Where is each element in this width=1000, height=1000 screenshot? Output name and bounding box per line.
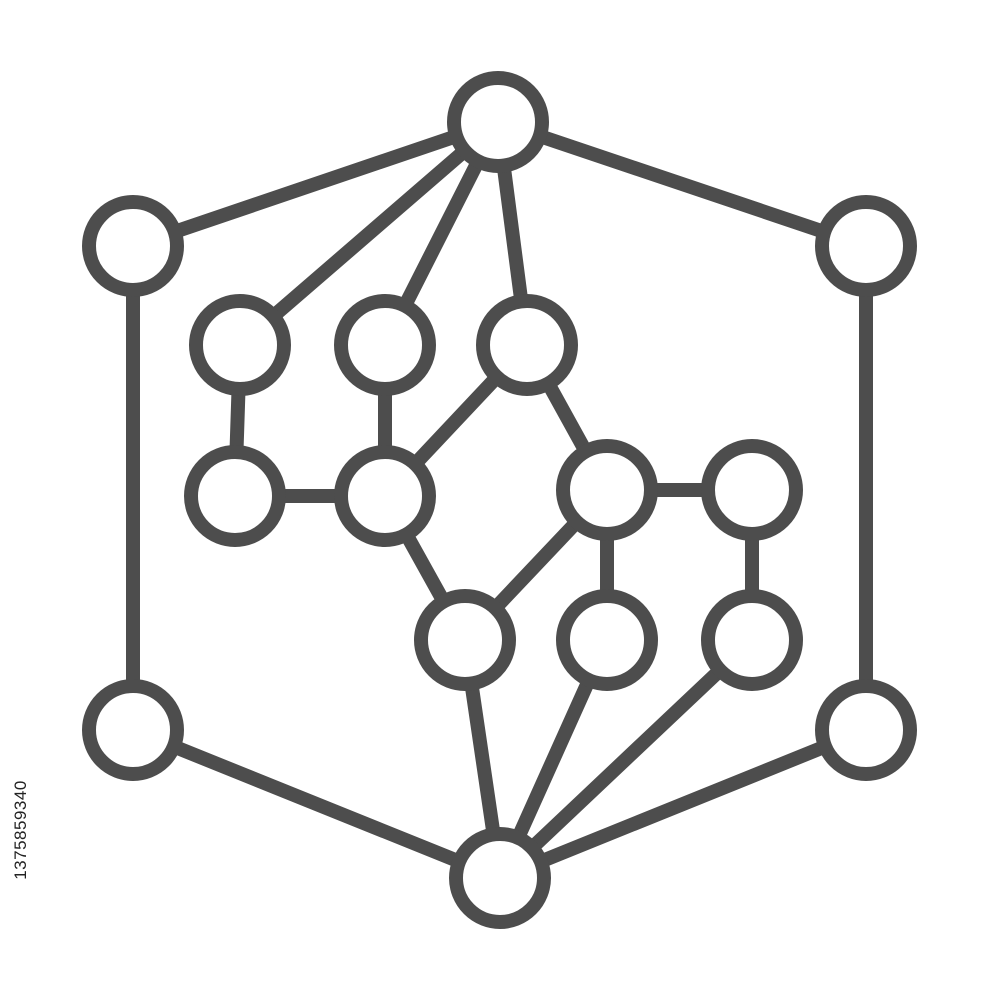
- edge-left-bottom-bottom: [126, 723, 507, 885]
- edge-inner-j-bottom: [493, 633, 759, 885]
- node-inner-a: [189, 294, 291, 396]
- node-right-bottom: [815, 679, 917, 781]
- edge-top-left-top: [126, 115, 505, 253]
- stock-id-text: 1375859340: [11, 780, 31, 880]
- stock-id-watermark: 1375859340: [10, 755, 32, 905]
- node-inner-h: [414, 589, 516, 691]
- node-inner-j: [701, 589, 803, 691]
- node-inner-c: [476, 294, 578, 396]
- edge-top-right-top: [491, 115, 873, 253]
- node-top: [447, 71, 549, 173]
- node-inner-g: [701, 439, 803, 541]
- node-inner-e: [334, 445, 436, 547]
- node-right-top: [815, 195, 917, 297]
- diagram-nodes: [82, 71, 917, 929]
- node-inner-f: [556, 439, 658, 541]
- node-inner-d: [184, 445, 286, 547]
- node-bottom: [449, 827, 551, 929]
- node-left-bottom: [82, 679, 184, 781]
- node-inner-i: [556, 589, 658, 691]
- node-inner-b: [334, 294, 436, 396]
- node-left-top: [82, 195, 184, 297]
- edge-top-inner-a: [233, 115, 505, 352]
- edge-right-bottom-bottom: [493, 723, 873, 885]
